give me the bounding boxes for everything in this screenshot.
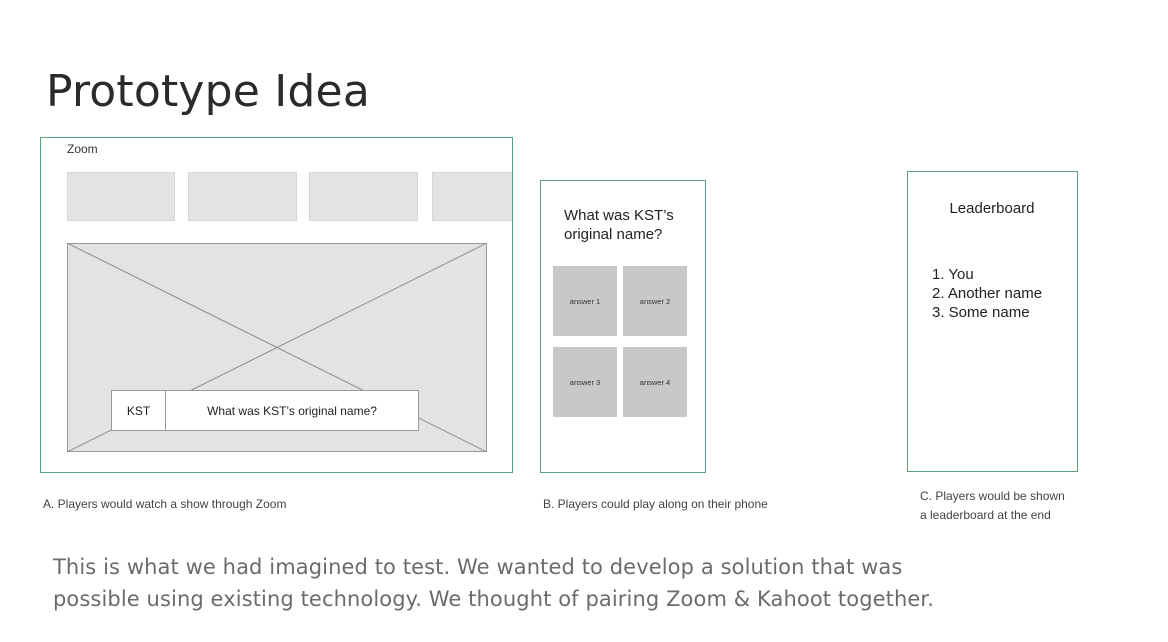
answer-label: answer 2 xyxy=(639,296,671,306)
leaderboard-list: 1. You 2. Another name 3. Some name xyxy=(932,265,1042,322)
caption-b: B. Players could play along on their pho… xyxy=(543,497,768,511)
question-caption-bar: KST What was KST’s original name? xyxy=(111,390,419,431)
participant-thumbnail xyxy=(309,172,418,221)
participant-thumbnail xyxy=(432,172,512,221)
paragraph-line-1: This is what we had imagined to test. We… xyxy=(53,555,903,579)
answer-button-3[interactable]: answer 3 xyxy=(553,347,617,417)
leaderboard-item: 2. Another name xyxy=(932,285,1043,302)
caption-c: C. Players would be shown a leaderboard … xyxy=(920,487,1065,525)
caption-c-line1: C. Players would be shown xyxy=(920,489,1065,503)
leaderboard-item: 3. Some name xyxy=(932,304,1030,321)
zoom-label: Zoom xyxy=(67,142,98,156)
answer-button-4[interactable]: answer 4 xyxy=(623,347,687,417)
description-paragraph: This is what we had imagined to test. We… xyxy=(53,551,953,615)
answer-button-2[interactable]: answer 2 xyxy=(623,266,687,336)
caption-a: A. Players would watch a show through Zo… xyxy=(43,497,287,511)
answer-label: answer 1 xyxy=(569,296,601,306)
caption-question: What was KST’s original name? xyxy=(207,403,377,418)
leaderboard-item: 1. You xyxy=(932,266,974,283)
caption-speaker: KST xyxy=(112,391,166,430)
leaderboard-mockup-frame xyxy=(907,171,1078,472)
caption-c-line2: a leaderboard at the end xyxy=(920,508,1051,522)
leaderboard-title: Leaderboard xyxy=(949,200,1035,217)
answer-label: answer 4 xyxy=(639,377,671,387)
paragraph-line-2: possible using existing technology. We t… xyxy=(53,587,934,611)
participant-thumbnail xyxy=(67,172,175,221)
phone-question: What was KST’s original name? xyxy=(564,207,674,243)
page-title: Prototype Idea xyxy=(46,66,370,117)
participant-thumbnail xyxy=(188,172,297,221)
answer-button-1[interactable]: answer 1 xyxy=(553,266,617,336)
answer-label: answer 3 xyxy=(569,377,601,387)
